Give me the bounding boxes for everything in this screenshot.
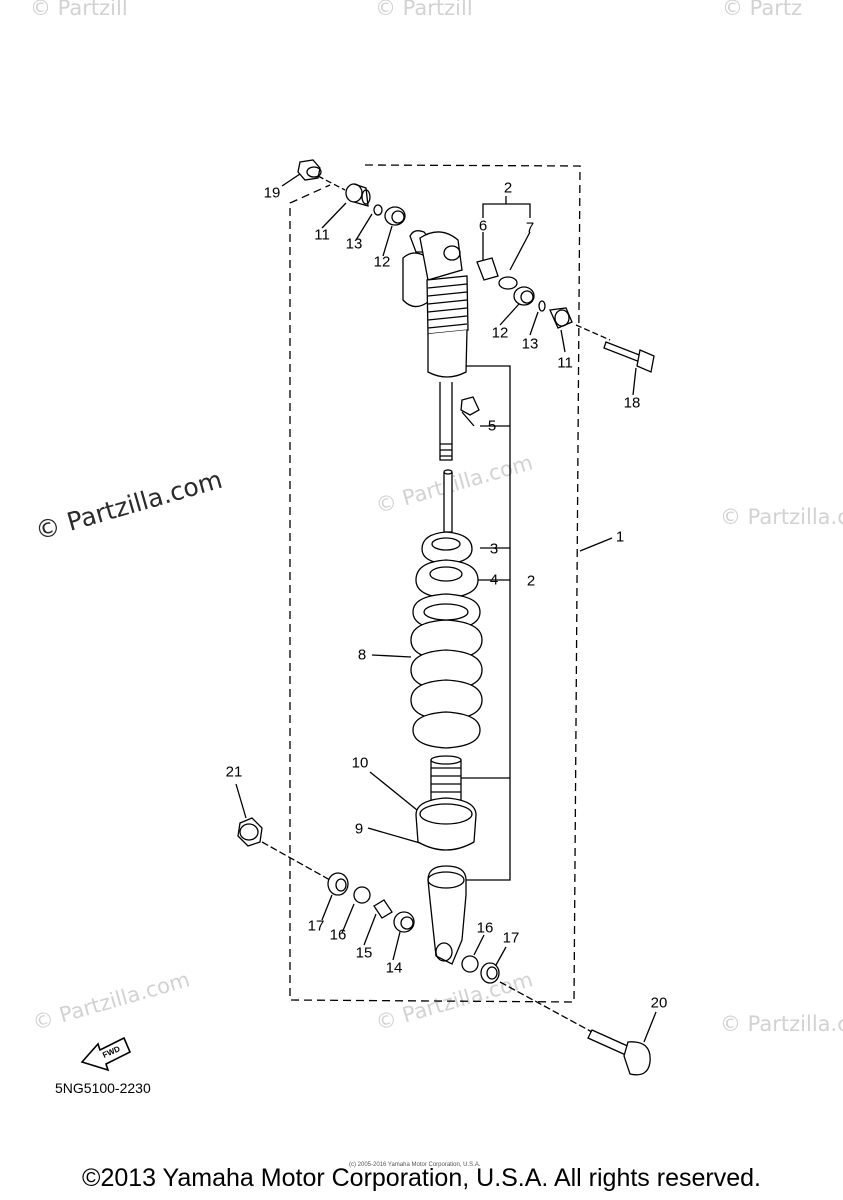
watermark-bottom-right: © Partzilla.com: [720, 1012, 843, 1036]
nut-21: [237, 817, 263, 847]
collar-17-left: [327, 872, 349, 896]
axis-bottom-left: [261, 841, 331, 881]
assembly-outline: [289, 164, 581, 1003]
callout-9: 9: [354, 820, 364, 838]
callout-13-right: 13: [521, 335, 539, 353]
callout-3: 3: [489, 540, 499, 558]
watermark-top-left: © Partzill: [30, 0, 128, 20]
collar-11-right: [549, 307, 573, 329]
callout-12-right: 12: [491, 324, 509, 342]
callout-2-top: 2: [503, 179, 513, 197]
bearing-12-right: [513, 286, 535, 306]
callout-4: 4: [489, 571, 499, 589]
callout-6: 6: [478, 217, 488, 235]
watermark-top-center: © Partzill: [375, 0, 473, 20]
adjuster-rod: [443, 472, 453, 533]
locknut-4: [415, 559, 479, 599]
callout-12-left: 12: [373, 253, 391, 271]
leader-7: [509, 231, 531, 271]
callout-17-left: 17: [307, 917, 325, 935]
collar-17-right: [480, 962, 500, 984]
callout-20: 20: [650, 994, 668, 1012]
axis-top-right: [575, 324, 611, 341]
bearing-14: [393, 911, 415, 933]
piston-rod: [439, 382, 453, 461]
fine-print: (c) 2005-2016 Yamaha Motor Corporation, …: [349, 1162, 481, 1168]
callout-16-right: 16: [476, 919, 494, 937]
locknut-3: [421, 531, 473, 565]
callout-1: 1: [615, 528, 625, 546]
spring-guide-9: [415, 797, 477, 851]
top-nut-19: [297, 159, 322, 181]
oring-13-right: [538, 300, 546, 312]
callout-13-left: 13: [345, 235, 363, 253]
callout-8: 8: [357, 646, 367, 664]
watermark-mid-right: © Partzilla.com: [720, 505, 843, 529]
callout-16-left: 16: [329, 926, 347, 944]
callout-14: 14: [385, 959, 403, 977]
callout-15: 15: [355, 944, 373, 962]
nut-5: [460, 396, 480, 416]
shock-body: [402, 230, 469, 378]
callout-11-right: 11: [557, 354, 573, 372]
fwd-arrow-icon: [80, 1036, 132, 1072]
watermark-top-right: © Partz: [722, 0, 803, 20]
bump-stopper-10: [430, 755, 462, 801]
bolt-18: [603, 341, 655, 373]
callout-19: 19: [263, 184, 281, 202]
lower-clevis: [427, 865, 467, 965]
copyright-notice: ©2013 Yamaha Motor Corporation, U.S.A. A…: [82, 1164, 761, 1192]
bolt-20: [587, 1029, 651, 1076]
collar-11-left: [345, 183, 371, 207]
collar-6: [476, 257, 499, 281]
washer-16-right: [461, 955, 479, 973]
spring-8: [410, 593, 483, 749]
washer-16-left: [353, 886, 371, 904]
oring-13-left: [373, 204, 383, 216]
axis-bottom-right: [499, 981, 593, 1033]
axis-top-left: [317, 175, 346, 191]
bracket-2-top: [482, 196, 531, 218]
callout-17-right: 17: [502, 929, 520, 947]
callout-2-mid: 2: [526, 572, 536, 590]
callout-5: 5: [487, 417, 497, 435]
callout-7: 7: [525, 219, 535, 237]
spacer-15: [373, 899, 393, 919]
callout-18: 18: [623, 394, 641, 412]
callout-21: 21: [225, 763, 243, 781]
callout-11-left: 11: [314, 226, 330, 244]
bearing-12-left: [384, 206, 406, 226]
diagram-code: 5NG5100-2230: [55, 1080, 151, 1096]
bracket-assembly: [458, 365, 511, 881]
oring-7: [498, 276, 518, 290]
callout-10: 10: [351, 754, 369, 772]
